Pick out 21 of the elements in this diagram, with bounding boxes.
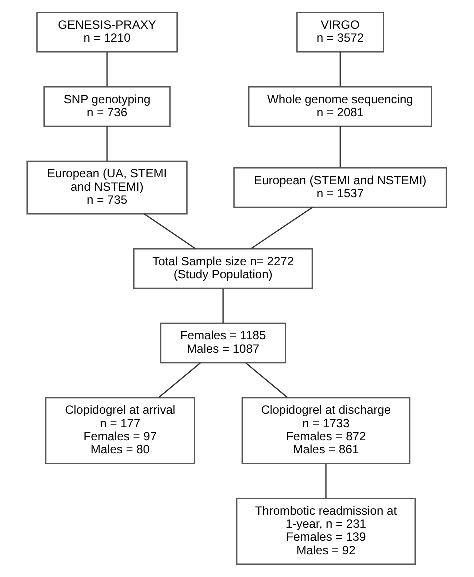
node-box: Females = 1185 Males = 1087 — [160, 322, 286, 364]
node-box: GENESIS-PRAXY n = 1210 — [36, 12, 178, 53]
node-box: Clopidogrel at discharge n = 1733 Females = 872 Males = 861 — [242, 397, 411, 464]
connector — [144, 214, 196, 250]
connector — [106, 52, 108, 87]
connector — [340, 52, 342, 87]
node-box: Total Sample size n= 2272 (Study Population) — [133, 248, 314, 290]
node-box: European (UA, STEMI and NSTEMI) n = 735 — [26, 160, 188, 215]
node-box: Whole genome sequencing n = 2081 — [248, 86, 432, 128]
node-box: SNP genotyping n = 736 — [44, 86, 171, 128]
connector — [222, 288, 224, 324]
connector — [106, 126, 108, 162]
node-box: European (STEMI and NSTEMI) n = 1537 — [234, 167, 448, 208]
connector — [326, 464, 327, 498]
connector — [158, 362, 201, 398]
connector — [246, 362, 288, 398]
node-box: VIRGO n = 3572 — [296, 12, 384, 53]
connector — [250, 207, 314, 250]
connector — [340, 126, 342, 168]
node-box: Clopidogrel at arrival n = 177 Females = 97 Males = 80 — [45, 397, 196, 464]
node-box: Thrombotic readmission at 1-year, n = 231 Females = 139 Males = 92 — [236, 498, 416, 565]
